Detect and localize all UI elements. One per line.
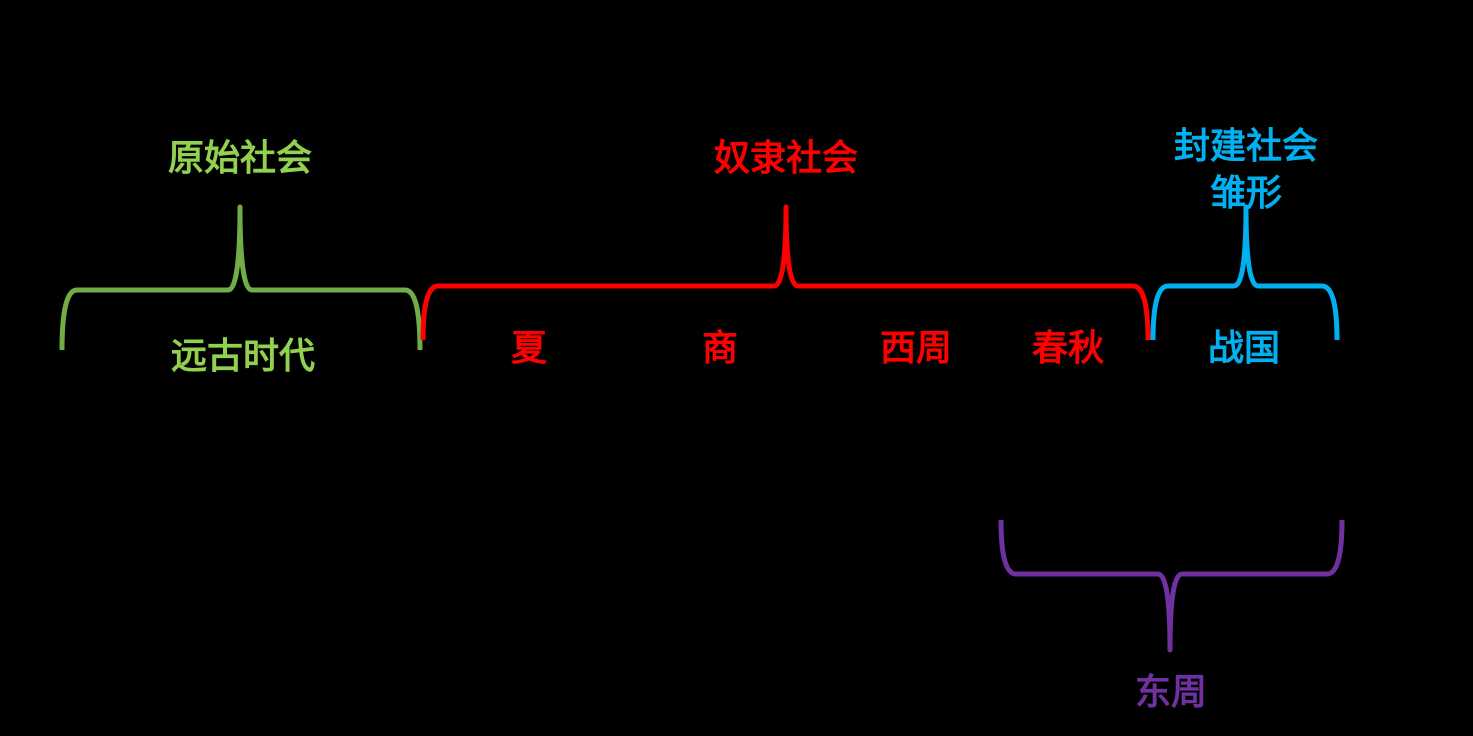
label-warring-states: 战国 — [1208, 328, 1280, 369]
label-eastern-zhou: 东周 — [1135, 672, 1207, 713]
brace-feudal-society — [1150, 204, 1340, 341]
label-xia: 夏 — [511, 328, 548, 369]
label-shang: 商 — [702, 328, 738, 369]
label-remote-antiquity: 远古时代 — [171, 336, 315, 377]
brace-primitive-society — [59, 204, 423, 351]
label-spring-autumn: 春秋 — [1032, 328, 1104, 369]
label-western-zhou: 西周 — [880, 328, 952, 369]
brace-eastern-zhou — [998, 519, 1345, 653]
label-feudal-society: 封建社会 — [1174, 126, 1318, 167]
label-slave-society: 奴隶社会 — [714, 138, 858, 179]
brace-slave-society — [420, 204, 1151, 341]
label-embryonic-form: 雏形 — [1210, 173, 1282, 214]
label-primitive-society: 原始社会 — [168, 138, 312, 179]
